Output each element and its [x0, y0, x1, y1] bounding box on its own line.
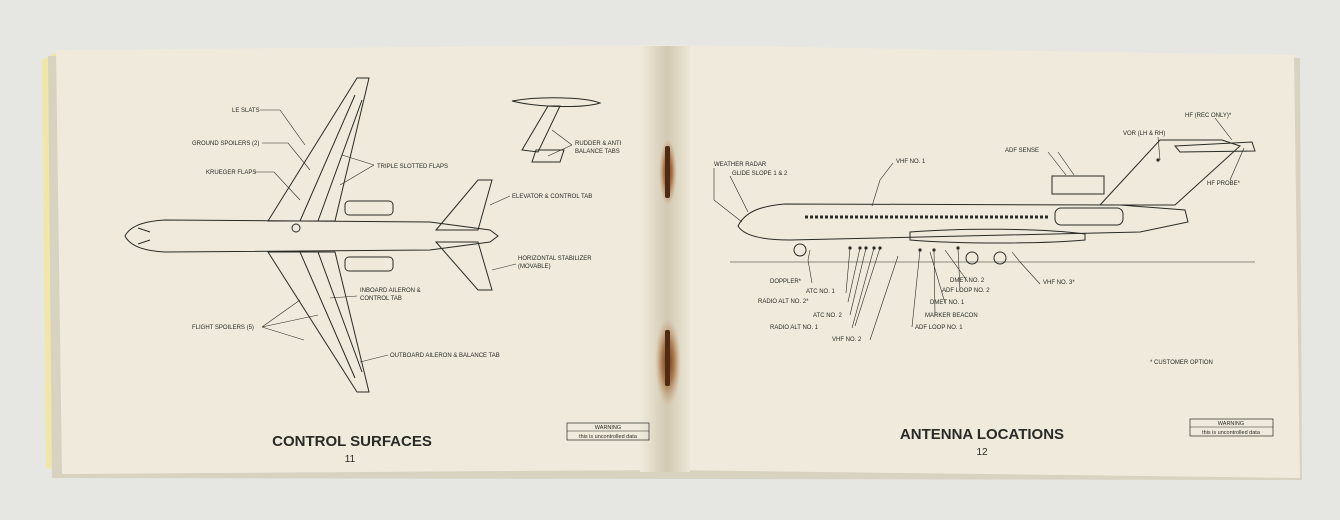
- callout-adf-loop-no-2: ADF LOOP NO. 2: [942, 288, 990, 294]
- callout-triple-slotted-flaps: TRIPLE SLOTTED FLAPS: [377, 164, 448, 170]
- callout-doppler: DOPPLER*: [770, 279, 802, 285]
- left-page: [56, 45, 666, 474]
- upper-wing: [267, 77, 370, 222]
- lower-wing: [267, 251, 370, 393]
- left-warning-box: WARNING this is uncontrolled data: [566, 422, 650, 441]
- tail-inset: [511, 97, 602, 163]
- right-warning-text: this is uncontrolled data: [1202, 430, 1261, 436]
- footnote-customer-option: * CUSTOMER OPTION: [1150, 360, 1213, 366]
- fuselage-side-view: [737, 203, 1189, 241]
- right-warning-heading: WARNING: [1218, 421, 1244, 427]
- callout-vhf-no-3: VHF NO. 3*: [1043, 280, 1075, 286]
- callout-radio-alt-no-2: RADIO ALT NO. 2*: [758, 299, 809, 305]
- tail-engine: [1054, 207, 1124, 226]
- callout-dmet-no-1: DMET NO. 1: [930, 300, 965, 306]
- booklet: [42, 45, 1302, 480]
- callout-flight-spoilers: FLIGHT SPOILERS (5): [192, 325, 254, 331]
- callout-rudder-anti-1: RUDDER & ANTI: [575, 141, 622, 147]
- right-page-title: ANTENNA LOCATIONS: [900, 426, 1064, 443]
- callout-vor: VOR (LH & RH): [1123, 131, 1165, 137]
- callout-dmet-no-2: DMET NO. 2: [950, 278, 985, 284]
- callout-krueger-flaps: KRUEGER FLAPS: [206, 170, 256, 176]
- callout-horizontal-stabilizer-1: HORIZONTAL STABILIZER: [518, 256, 592, 262]
- left-page-title: CONTROL SURFACES: [272, 433, 432, 450]
- callout-horizontal-stabilizer-2: (MOVABLE): [518, 264, 551, 270]
- wing-side: [909, 228, 1086, 244]
- callout-outboard-aileron: OUTBOARD AILERON & BALANCE TAB: [390, 353, 500, 359]
- callout-glide-slope: GLIDE SLOPE 1 & 2: [732, 171, 788, 177]
- callout-weather-radar: WEATHER RADAR: [714, 162, 767, 168]
- spine-fold: [640, 46, 690, 472]
- h-stabilizer-bottom: [434, 241, 493, 291]
- callout-marker-beacon: MARKER BEACON: [925, 313, 978, 319]
- callout-rudder-anti-2: BALANCE TABS: [575, 149, 620, 155]
- callout-adf-loop-no-1: ADF LOOP NO. 1: [915, 325, 963, 331]
- main-gear-right: [993, 251, 1007, 265]
- callout-inboard-aileron-1: INBOARD AILERON &: [360, 288, 421, 294]
- antenna-markers: [848, 158, 1160, 252]
- callout-vhf-no-1: VHF NO. 1: [896, 159, 926, 165]
- callout-hf-rec-only: HF (REC ONLY)*: [1185, 113, 1232, 119]
- callout-ground-spoilers: GROUND SPOILERS (2): [192, 141, 259, 147]
- right-page: [664, 45, 1300, 478]
- callout-vhf-no-2: VHF NO. 2: [832, 337, 862, 343]
- callout-adf-sense: ADF SENSE: [1005, 148, 1039, 154]
- callout-inboard-aileron-2: CONTROL TAB: [360, 296, 402, 302]
- right-warning-box: WARNING this is uncontrolled data: [1189, 418, 1274, 437]
- left-warning-text: this is uncontrolled data: [579, 434, 638, 440]
- antenna-locations-diagram: [730, 139, 1256, 265]
- callout-radio-alt-no-1: RADIO ALT NO. 1: [770, 325, 819, 331]
- engine-lower: [344, 256, 394, 272]
- aft-fairing: [1051, 175, 1105, 195]
- staple-bottom: [665, 330, 670, 386]
- callout-atc-no-2: ATC NO. 2: [813, 313, 843, 319]
- callout-elevator-control-tab: ELEVATOR & CONTROL TAB: [512, 194, 592, 200]
- callout-hf-probe: HF PROBE*: [1207, 181, 1241, 187]
- engine-upper: [344, 200, 394, 216]
- main-gear-left: [965, 251, 979, 265]
- left-leader-lines: [254, 109, 573, 363]
- right-page-number: 12: [976, 447, 988, 458]
- staple-top: [665, 146, 670, 198]
- right-callouts: WEATHER RADAR GLIDE SLOPE 1 & 2 VHF NO. …: [714, 113, 1241, 366]
- control-surfaces-diagram: [124, 77, 602, 393]
- left-callouts: LE SLATS GROUND SPOILERS (2) KRUEGER FLA…: [192, 108, 622, 359]
- callout-le-slats: LE SLATS: [232, 108, 260, 114]
- left-warning-heading: WARNING: [595, 425, 621, 431]
- h-stabilizer-top: [434, 179, 493, 231]
- left-page-number: 11: [345, 454, 356, 465]
- fuselage-top-view: [124, 219, 499, 253]
- right-leader-lines: [713, 117, 1245, 341]
- callout-atc-no-1: ATC NO. 1: [806, 289, 836, 295]
- nose-gear: [793, 243, 807, 257]
- t-tail-stabilizer: [1173, 141, 1256, 153]
